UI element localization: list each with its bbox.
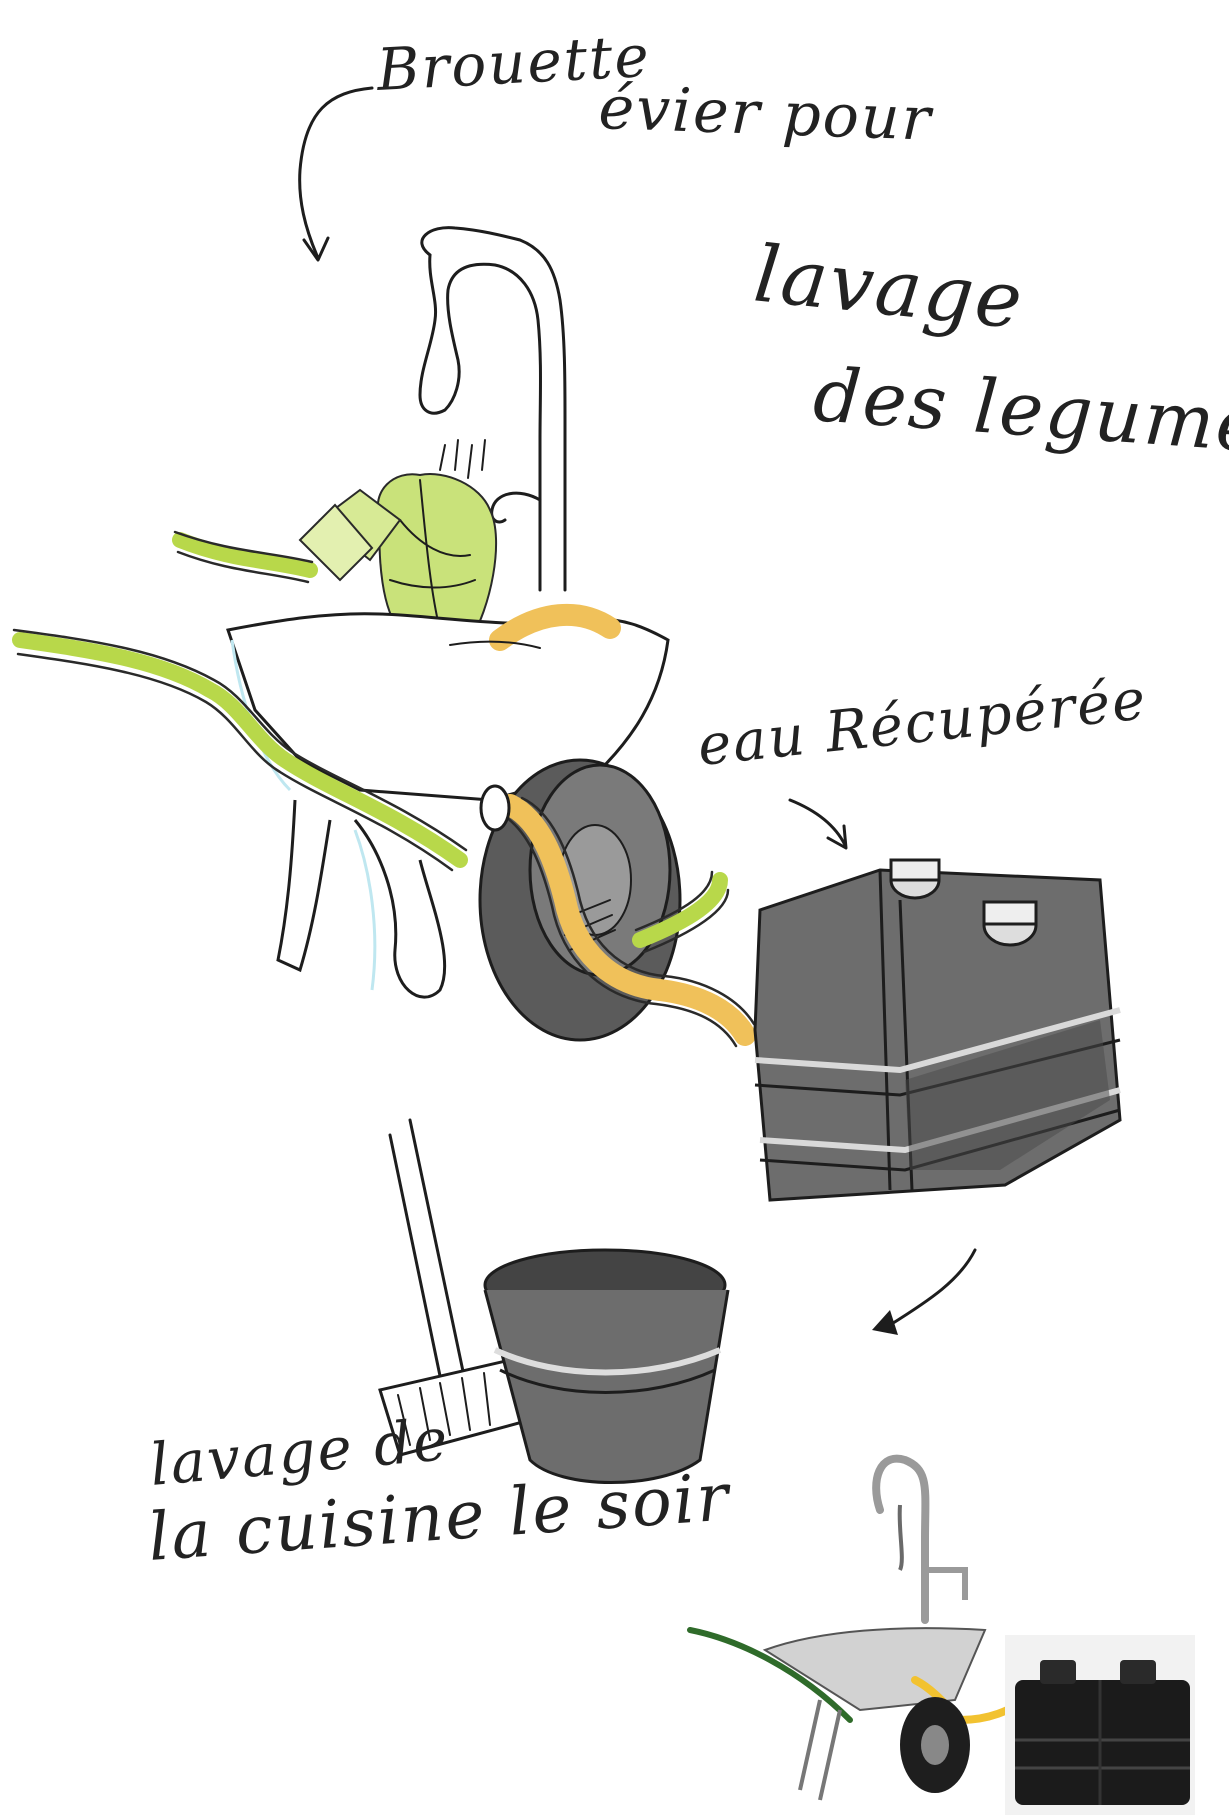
wheelbarrow-sketch [14,474,754,1046]
water-tank-sketch [755,860,1120,1200]
water-arrow [790,800,846,848]
title-annotation: Brouette évier pour lavage des legumes [374,22,1229,472]
title-arrow [300,88,372,260]
photo-montage [690,1459,1195,1815]
title-word-des-legumes: des legumes [811,352,1229,472]
water-label: eau Récupérée [695,667,1150,779]
title-word-lavage: lavage [750,229,1028,347]
tank-arrow [872,1250,975,1335]
title-word-evier-pour: évier pour [597,73,934,155]
bucket-sketch [485,1250,728,1483]
